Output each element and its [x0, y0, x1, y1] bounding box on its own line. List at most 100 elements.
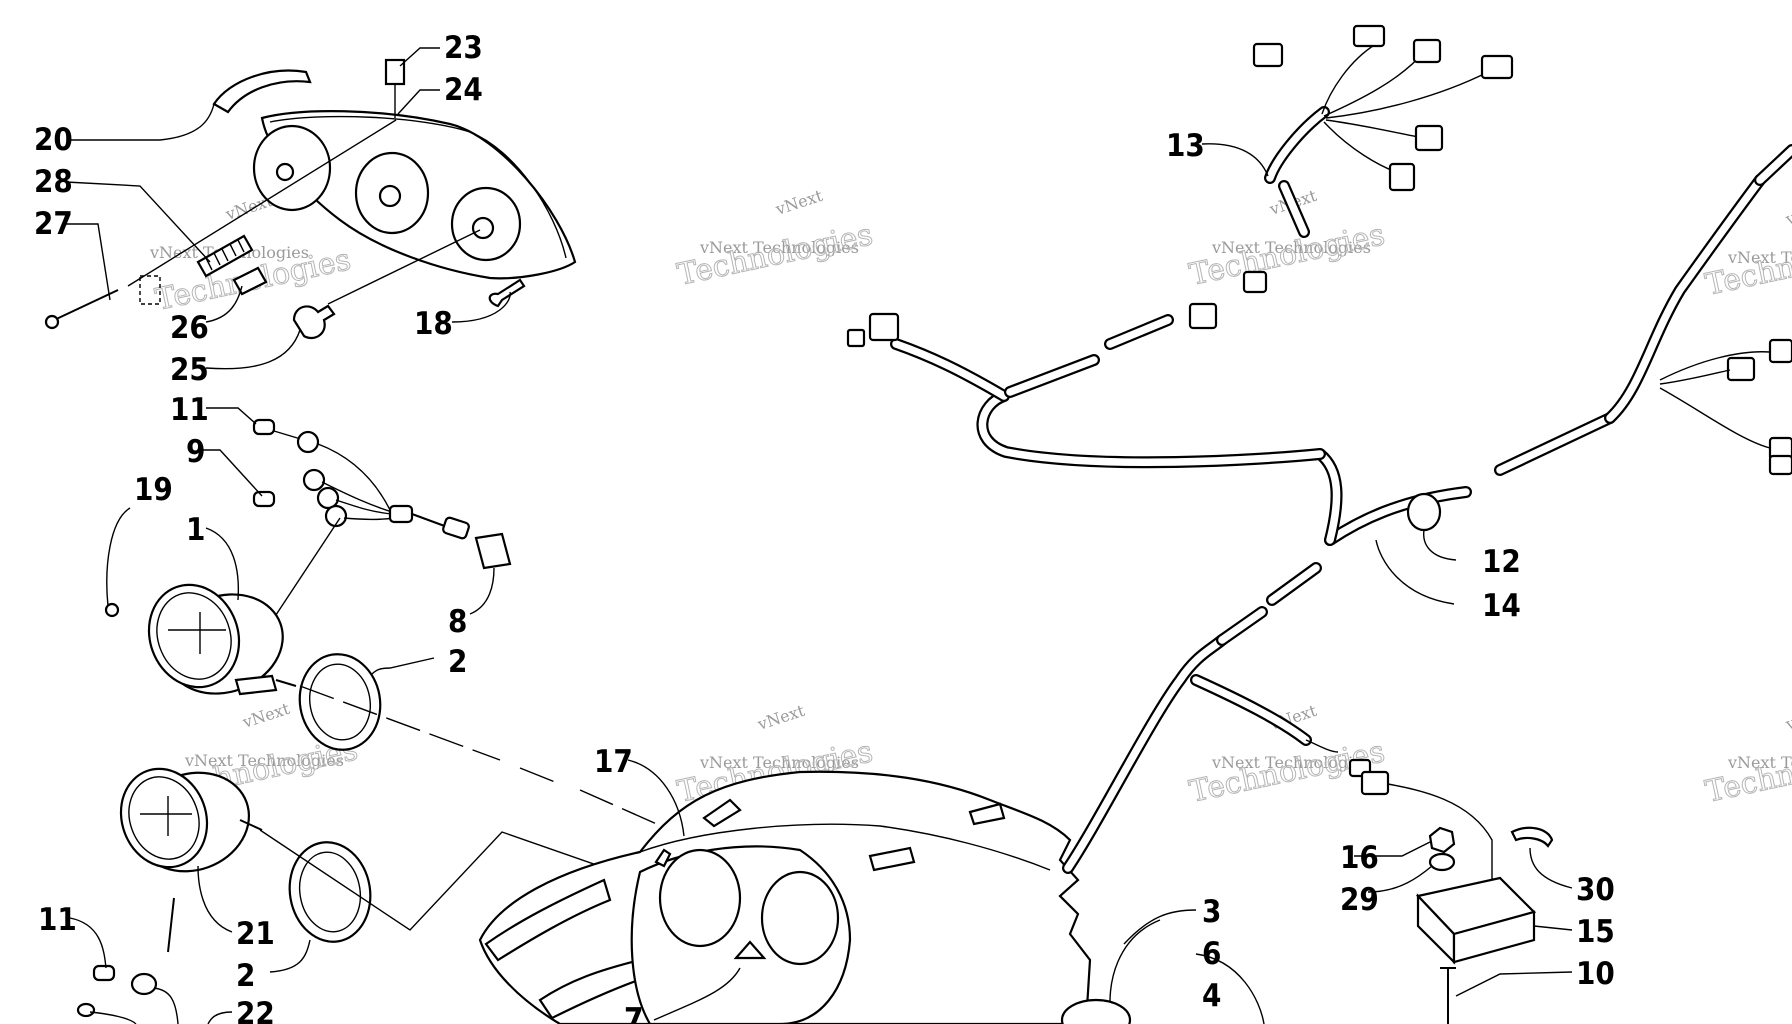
wiring-harness — [846, 24, 1792, 1024]
gauge-opening-right — [760, 870, 840, 966]
spring-coils — [205, 239, 245, 271]
callout: 24 — [444, 72, 483, 108]
watermark-line2: vNext Technologies — [1211, 238, 1371, 257]
harness-loop — [976, 390, 1326, 469]
leader — [371, 657, 435, 675]
harness-segment-inner — [1106, 316, 1172, 348]
watermark-line1: vNext — [754, 701, 807, 734]
harness-segment-inner — [1316, 450, 1341, 544]
watermark: vNext vNext Technologies Technologies — [1702, 701, 1792, 811]
callout: 2 — [236, 958, 255, 994]
callout: 8 — [448, 604, 467, 640]
headlight-assembly — [44, 58, 577, 340]
leader — [269, 939, 311, 973]
console-mount — [484, 878, 612, 962]
wire-terminal — [252, 418, 276, 436]
connector — [1414, 124, 1444, 152]
leader — [1375, 539, 1455, 605]
harness-segment-inner — [1268, 564, 1320, 604]
leader — [66, 223, 111, 301]
harness-segment-inner — [1218, 608, 1266, 644]
headlight-rim — [269, 115, 567, 259]
gauge-bezel-inner — [298, 851, 362, 933]
leader — [69, 917, 107, 969]
leader — [167, 897, 175, 953]
gauge-opening-left — [658, 848, 742, 948]
callout: 22 — [236, 996, 275, 1024]
bulb — [104, 602, 120, 618]
callout: 26 — [170, 310, 209, 346]
leader — [1123, 909, 1197, 945]
connector — [1252, 42, 1284, 68]
connector — [1726, 356, 1756, 382]
adjusting-screw — [49, 289, 119, 323]
leader — [399, 47, 440, 67]
watermark-line3: Technologies — [1186, 217, 1387, 293]
bulb-socket — [302, 468, 326, 492]
tachometer-dial — [128, 776, 200, 860]
leader — [327, 229, 481, 305]
leader — [65, 181, 211, 263]
watermark: vNext vNext Technologies Technologies — [1186, 701, 1388, 811]
callout: 17 — [594, 744, 633, 780]
cable-fitting — [239, 819, 263, 831]
callout: 14 — [1482, 588, 1521, 624]
leader — [397, 89, 440, 115]
lock-washer — [1428, 852, 1456, 872]
harness-branch-inner — [1006, 356, 1098, 396]
retainer-clip — [488, 278, 526, 308]
callout: 29 — [1340, 882, 1379, 918]
clip — [384, 58, 406, 86]
callout: 18 — [414, 306, 453, 342]
watermark: vNext vNext Technologies Technologies — [674, 186, 876, 294]
callout: 10 — [1576, 956, 1615, 992]
harness-branch-inner — [892, 340, 1008, 400]
gauge-ring — [1060, 998, 1132, 1024]
console-vent — [868, 846, 916, 872]
leader — [205, 527, 240, 601]
leader — [197, 865, 233, 933]
watermark-line2: vNext Technologies — [184, 751, 344, 770]
leader — [207, 1011, 233, 1024]
leader — [469, 567, 495, 615]
bulb-socket — [324, 504, 348, 528]
wire-terminal — [252, 490, 276, 508]
gauge-bezel — [288, 841, 372, 943]
bulb-socket — [296, 430, 320, 454]
connector — [1768, 338, 1792, 364]
connector — [1360, 770, 1390, 796]
voltage-regulator-front — [1452, 910, 1536, 964]
bulb-socket — [292, 304, 336, 340]
speedometer-face — [147, 583, 241, 689]
leader — [627, 759, 685, 837]
gauge-bezel — [298, 653, 382, 751]
connector — [1768, 454, 1792, 476]
harness-13-wires — [1321, 43, 1489, 173]
headlight-socket — [275, 162, 295, 182]
console-edge — [639, 823, 1051, 871]
leader — [68, 103, 215, 141]
wire-sleeve — [388, 504, 414, 524]
callout: 21 — [236, 916, 275, 952]
watermark-line1: vNext — [772, 186, 825, 219]
leader — [451, 291, 511, 323]
connector — [1480, 54, 1514, 80]
cable-fitting — [275, 679, 297, 687]
callout-labels: 23 24 20 28 27 26 25 18 11 9 19 1 8 2 17… — [34, 30, 1615, 1024]
connector — [868, 312, 900, 342]
harness-segment — [1324, 486, 1472, 546]
connector — [1188, 302, 1218, 330]
callout: 25 — [170, 352, 209, 388]
callout: 4 — [1202, 978, 1221, 1014]
headlight-socket — [378, 184, 402, 208]
dash-console — [478, 770, 1092, 1024]
leader — [206, 407, 257, 425]
callout: 1 — [186, 512, 205, 548]
callout: 11 — [170, 392, 209, 428]
console-vent — [702, 798, 742, 828]
harness-upright-inner — [1606, 176, 1764, 422]
callout: 19 — [134, 472, 173, 508]
callout: 13 — [1166, 128, 1205, 164]
gauge-assembly — [76, 418, 512, 1024]
connector — [1412, 38, 1442, 64]
